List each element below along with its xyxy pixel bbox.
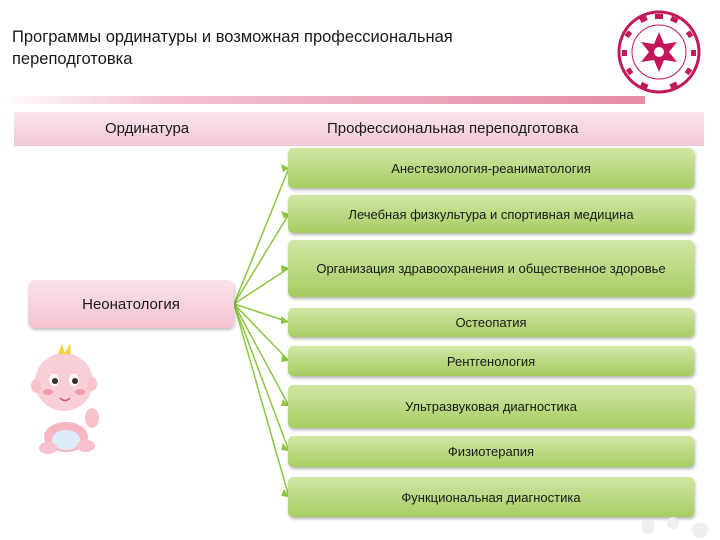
ministry-emblem-icon [617,10,701,94]
baby-illustration-icon [31,343,99,454]
title-divider [0,96,645,104]
header-retraining: Профессиональная переподготовка [327,120,579,137]
residency-box-neonatology: Неонатология [28,280,234,328]
program-box: Физиотерапия [288,436,694,467]
program-box: Функциональная диагностика [288,477,694,517]
table-header-band [14,112,704,146]
program-box: Организация здравоохранения и общественн… [288,240,694,297]
program-box: Рентгенология [288,346,694,376]
program-box: Анестезиология-реаниматология [288,148,694,188]
decorative-flowers-icon [641,517,708,538]
page-title: Программы ординатуры и возможная професс… [12,28,453,68]
program-box: Ультразвуковая диагностика [288,385,694,428]
header-residency: Ординатура [105,120,190,137]
program-box: Лечебная физкультура и спортивная медици… [288,195,694,233]
program-box: Остеопатия [288,308,694,337]
